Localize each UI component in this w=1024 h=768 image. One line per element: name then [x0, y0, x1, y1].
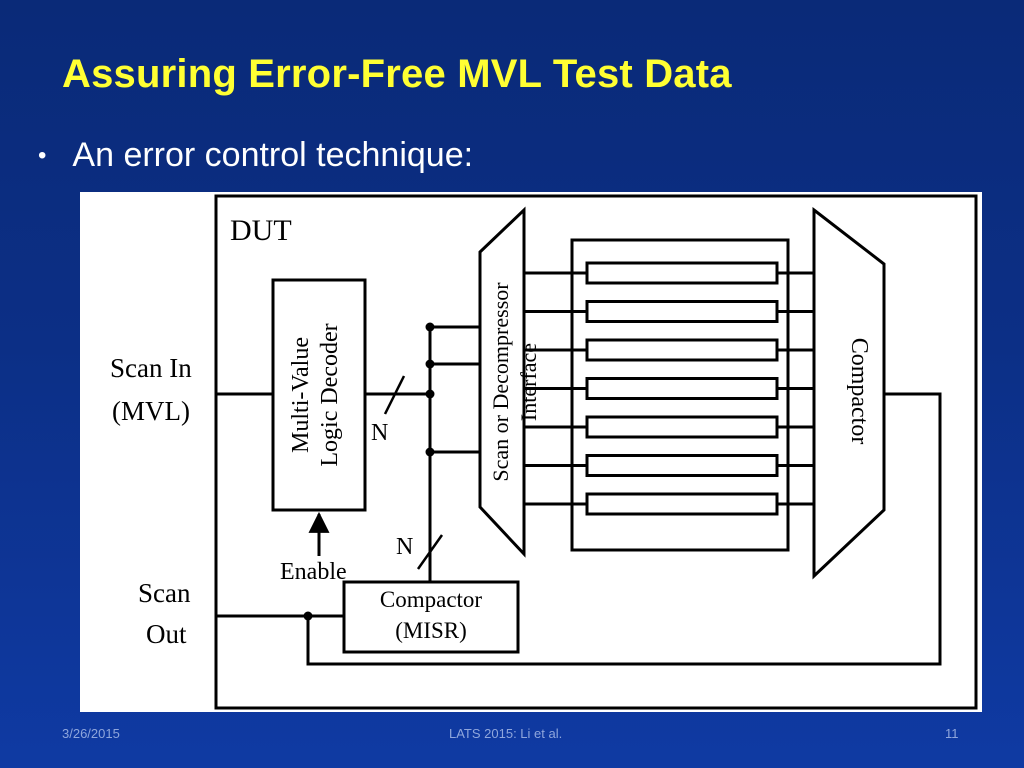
- mvl-decoder-block: [271, 278, 367, 512]
- scan-chain-container: [570, 238, 790, 552]
- mvl-decoder-label-line1: Multi-Value: [288, 337, 314, 453]
- scan-out-junction: [303, 611, 313, 621]
- bus-slash-2: [416, 534, 444, 570]
- bus-width-label-2: N: [396, 534, 413, 560]
- bullet-dot: •: [38, 141, 47, 169]
- scan-chain-group: [524, 261, 814, 516]
- scan-chain-register: [585, 261, 779, 285]
- enable-label: Enable: [280, 559, 347, 585]
- bus-junction: [425, 389, 435, 399]
- scan-out-label-line2: Out: [146, 619, 187, 649]
- footer-presentation: LATS 2015: Li et al.: [449, 726, 563, 741]
- feedback-wire: [306, 392, 942, 666]
- scan-chain-register: [585, 492, 779, 516]
- scan-chain-register: [585, 377, 779, 400]
- misr-compactor-block: [342, 580, 520, 654]
- scan-in-label: Scan In: [110, 353, 192, 383]
- scan-out-label: Scan: [138, 578, 191, 608]
- slide-title: Assuring Error-Free MVL Test Data: [62, 52, 732, 96]
- bullet-text: An error control technique:: [72, 136, 474, 174]
- interface-label-line1: Scan or Decompressor: [488, 282, 513, 482]
- scan-chain-register: [585, 338, 779, 362]
- dut-boundary: [214, 194, 978, 710]
- mvl-decoder-label-line2: Logic Decoder: [317, 323, 343, 466]
- decompressor-interface-block: [478, 206, 526, 558]
- output-compactor-label: Compactor: [846, 338, 872, 445]
- diagram-canvas: DUT Scan In (MVL) Multi-Value Logic Deco…: [110, 194, 978, 710]
- interface-label-line2: Interface: [516, 343, 541, 421]
- misr-label-line2: (MISR): [395, 618, 467, 643]
- scan-in-mvl-label: (MVL): [112, 396, 190, 426]
- dut-block-diagram: DUT Scan In (MVL) Multi-Value Logic Deco…: [80, 192, 982, 712]
- bullet-item: • An error control technique:: [38, 136, 473, 175]
- footer-page-number: 11: [945, 726, 959, 741]
- scan-chain-register: [585, 300, 779, 323]
- scan-chain-register: [585, 415, 779, 439]
- footer-date: 3/26/2015: [62, 726, 120, 741]
- scan-chain-register: [585, 454, 779, 477]
- misr-label-line1: Compactor: [380, 587, 483, 612]
- bus-width-label-1: N: [371, 420, 388, 446]
- output-compactor-block: [812, 206, 886, 580]
- dut-label: DUT: [230, 214, 292, 247]
- bus-slash-1: [383, 375, 406, 415]
